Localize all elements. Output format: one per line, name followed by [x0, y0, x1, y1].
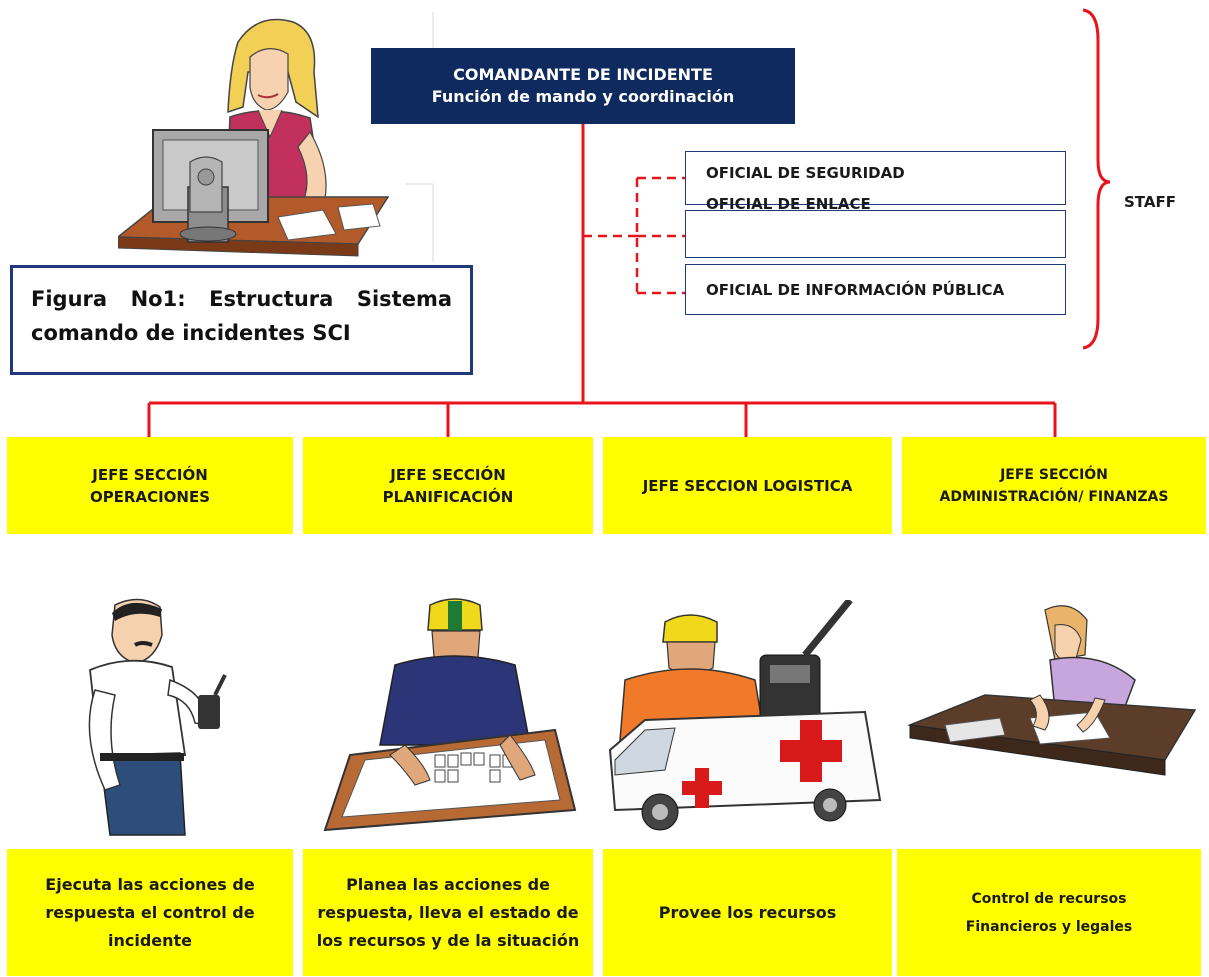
desc-logistica: Provee los recursos: [603, 849, 892, 976]
desc-operaciones: Ejecuta las acciones de respuesta el con…: [7, 849, 293, 976]
commander-title: COMANDANTE DE INCIDENTE: [453, 65, 713, 84]
figure-caption: Figura No1: Estructura Sistema comando d…: [10, 265, 473, 375]
staff-label: STAFF: [1124, 193, 1176, 211]
staff-box-seguridad: OFICIAL DE SEGURIDAD OFICIAL DE ENLACE: [685, 151, 1066, 213]
planner-worker-icon: [323, 598, 577, 832]
section-logistica: JEFE SECCION LOGISTICA: [603, 437, 892, 534]
ambulance-logistics-icon: [608, 600, 882, 831]
desc-planificacion: Planea las acciones de respuesta, lleva …: [303, 849, 593, 976]
commander-subtitle: Función de mando y coordinación: [431, 87, 735, 106]
desc-administracion-text: Control de recursos Financieros y legale…: [965, 890, 1133, 935]
section-planificacion-title: JEFE SECCIÓN PLANIFICACIÓN: [382, 465, 514, 506]
staff-box-enlace: [685, 210, 1066, 258]
section-planificacion: JEFE SECCIÓN PLANIFICACIÓN: [303, 437, 593, 534]
section-operaciones-title: JEFE SECCIÓN OPERACIONES: [89, 465, 211, 506]
section-logistica-title: JEFE SECCION LOGISTICA: [642, 476, 853, 495]
section-operaciones: JEFE SECCIÓN OPERACIONES: [7, 437, 293, 534]
desc-operaciones-text: Ejecuta las acciones de respuesta el con…: [45, 874, 255, 950]
accountant-woman-icon: [907, 605, 1197, 776]
desc-logistica-text: Provee los recursos: [658, 902, 837, 922]
desc-planificacion-text: Planea las acciones de respuesta, lleva …: [316, 874, 580, 950]
desc-administracion: Control de recursos Financieros y legale…: [897, 849, 1201, 976]
officer-informacion-label: OFICIAL DE INFORMACIÓN PÚBLICA: [706, 281, 1005, 299]
officer-enlace-label: OFICIAL DE ENLACE: [706, 195, 871, 213]
commander-box: COMANDANTE DE INCIDENTE Función de mando…: [371, 48, 795, 124]
officer-seguridad-label: OFICIAL DE SEGURIDAD: [706, 164, 905, 182]
woman-at-computer-icon: [118, 18, 390, 257]
radio-man-icon: [88, 598, 227, 836]
staff-box-informacion: OFICIAL DE INFORMACIÓN PÚBLICA: [685, 264, 1066, 315]
staff-brace: [1082, 8, 1111, 350]
section-administracion-title: JEFE SECCIÓN ADMINISTRACIÓN/ FINANZAS: [939, 466, 1169, 505]
section-administracion: JEFE SECCIÓN ADMINISTRACIÓN/ FINANZAS: [902, 437, 1206, 534]
